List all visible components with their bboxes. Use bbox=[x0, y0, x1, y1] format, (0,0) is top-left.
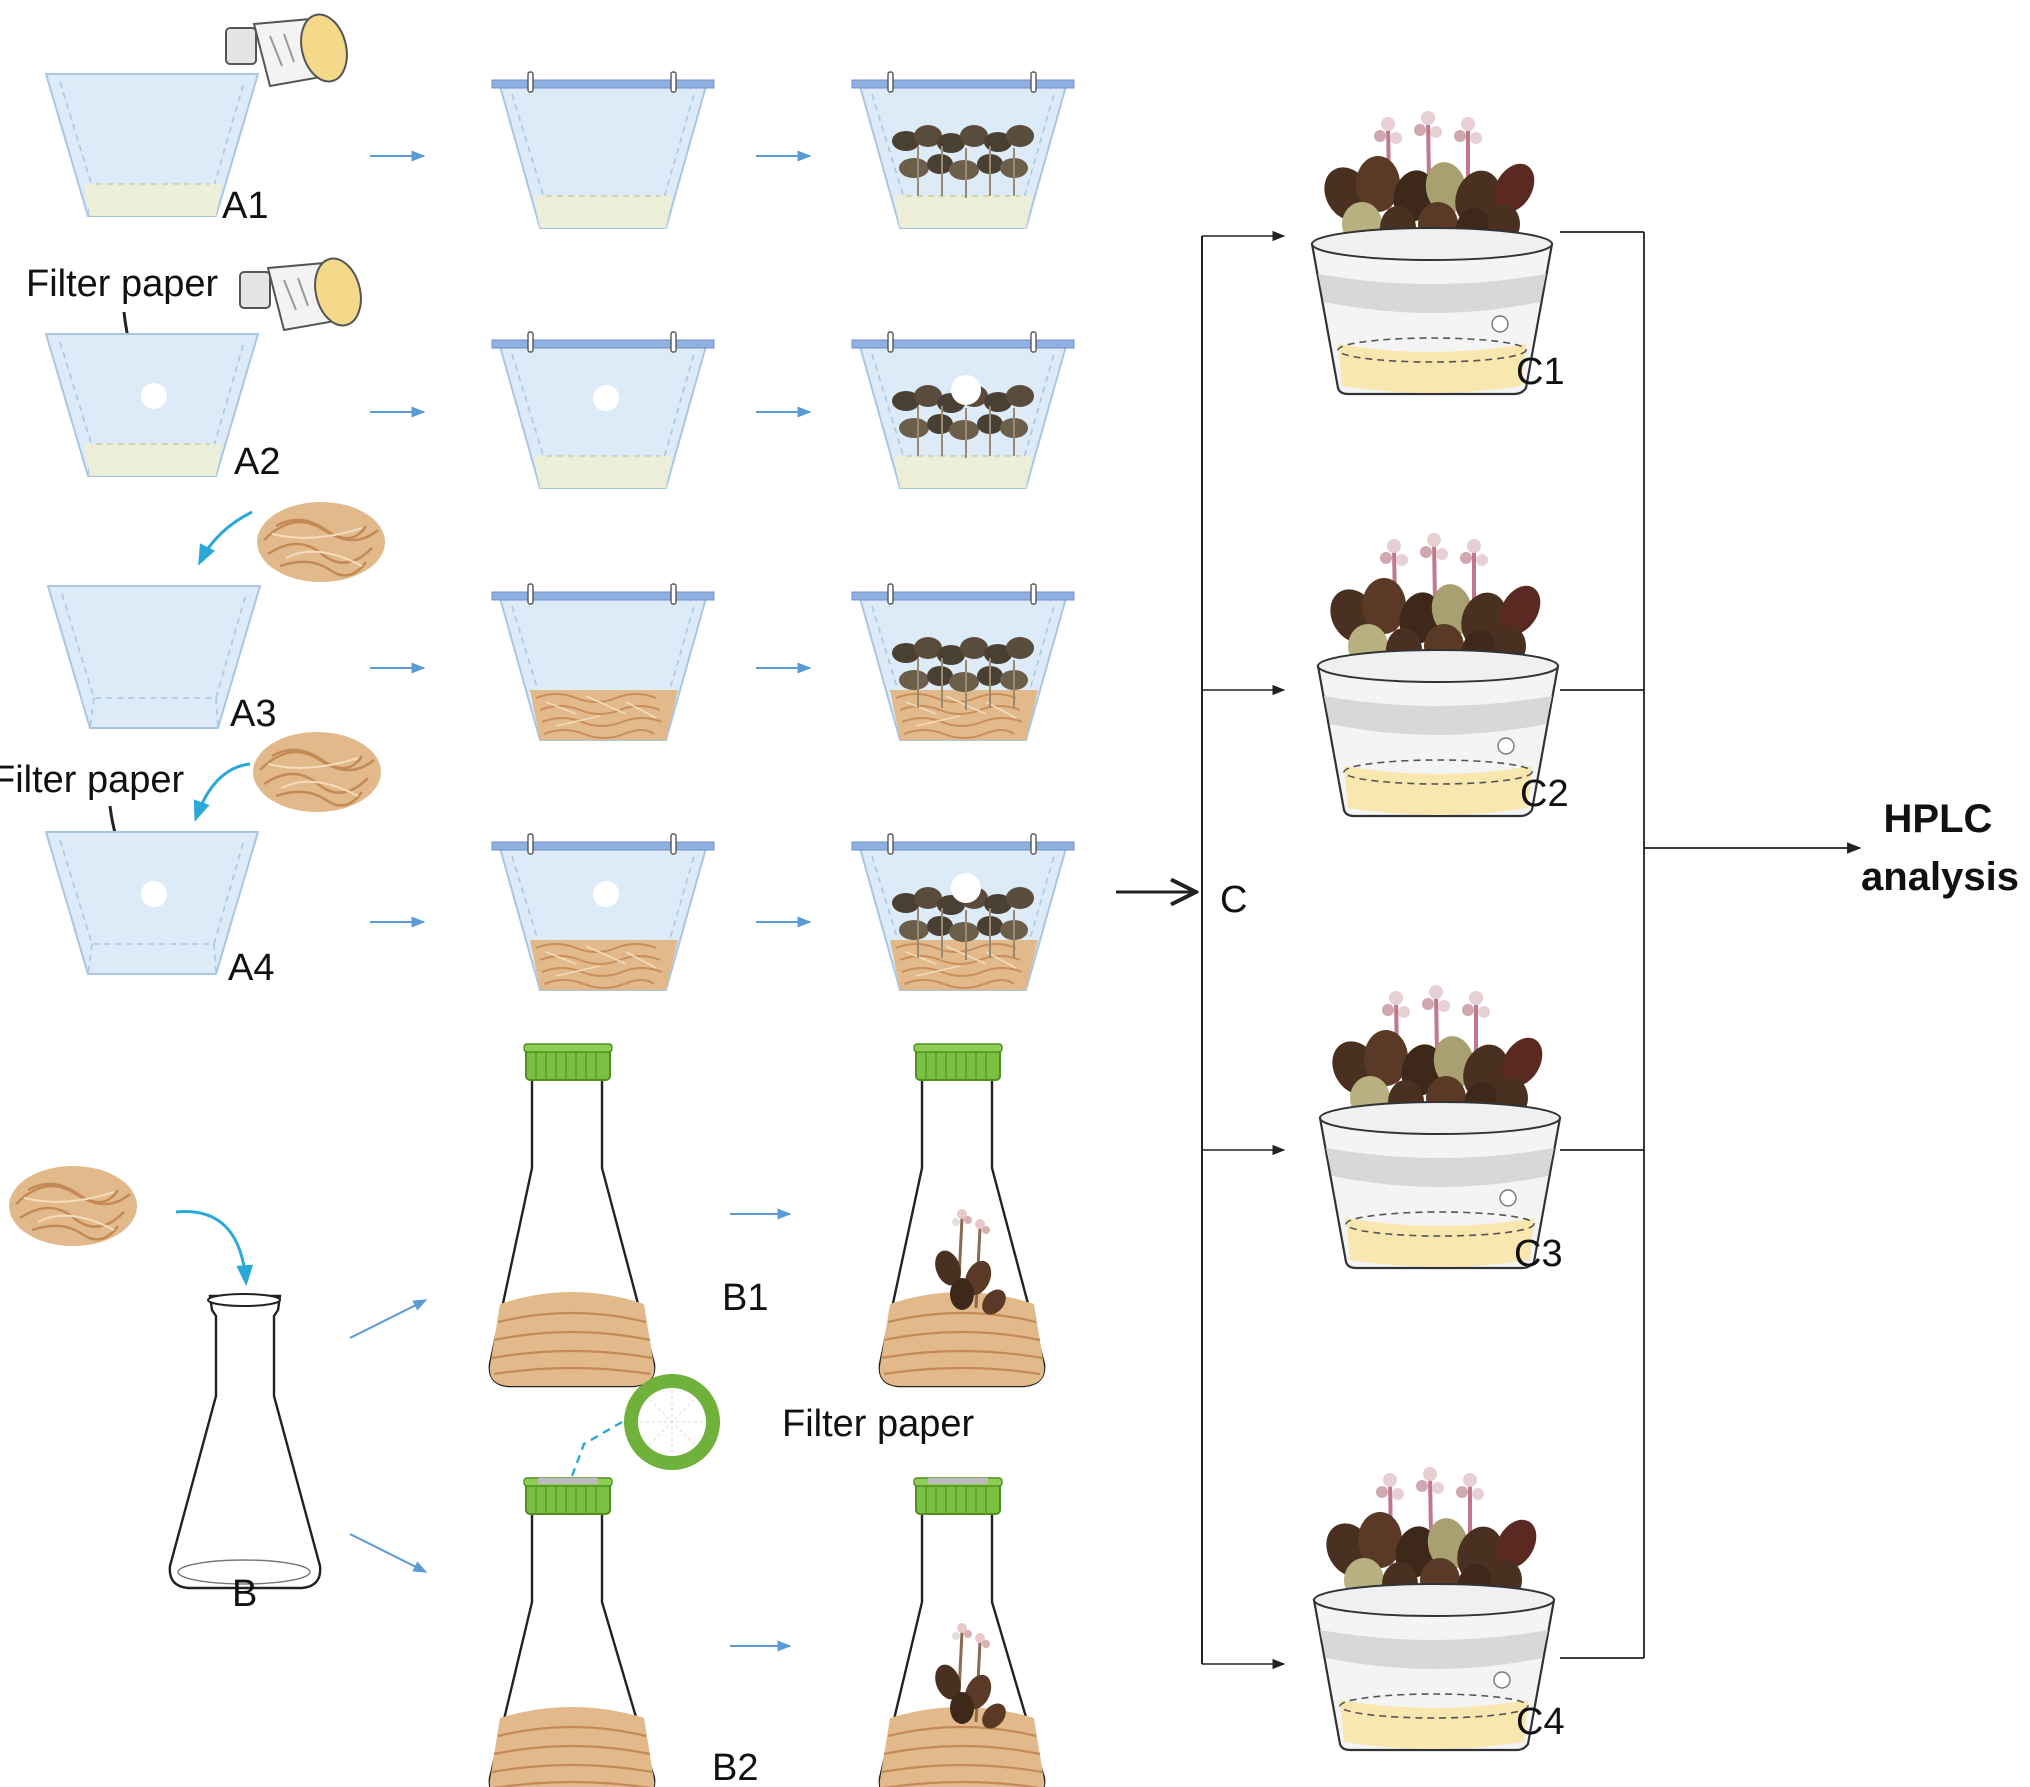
label-b: B bbox=[232, 1573, 257, 1615]
curl-arrow-a4 bbox=[193, 762, 251, 822]
row-a2: Filter paper A2 bbox=[26, 252, 1075, 489]
curl-arrow-a3 bbox=[198, 510, 253, 566]
label-filter-paper-a4: Filter paper bbox=[0, 759, 185, 801]
box-a4-start bbox=[45, 831, 259, 975]
label-a1: A1 bbox=[222, 185, 268, 227]
label-analysis: analysis bbox=[1861, 855, 2019, 899]
box-a1-planted bbox=[851, 71, 1075, 229]
label-filter-paper-a2: Filter paper bbox=[26, 263, 219, 305]
flask-b-empty bbox=[168, 1293, 322, 1590]
row-b: B B1 Filter paper bbox=[7, 1043, 1046, 1787]
filter-paper-disc-a2-planted bbox=[951, 375, 981, 405]
filter-paper-ring-b2 bbox=[624, 1374, 720, 1470]
label-hplc: HPLC bbox=[1884, 797, 1993, 841]
curl-arrow-b bbox=[175, 1210, 254, 1287]
box-a3-planted bbox=[851, 583, 1075, 741]
label-c: C bbox=[1220, 879, 1247, 921]
medium-bottle-a2 bbox=[239, 252, 369, 332]
box-a2-start bbox=[45, 333, 259, 477]
flask-b2-fiber bbox=[488, 1477, 656, 1787]
label-a2: A2 bbox=[234, 441, 280, 483]
label-b2: B2 bbox=[712, 1747, 758, 1787]
fiber-ball-a3 bbox=[255, 500, 387, 584]
filter-paper-disc-a4-planted bbox=[951, 873, 981, 903]
label-c4: C4 bbox=[1516, 1701, 1565, 1743]
box-a4-planted bbox=[851, 833, 1075, 991]
box-a4-sealed bbox=[491, 833, 715, 991]
label-c3: C3 bbox=[1514, 1233, 1563, 1275]
box-a1-sealed bbox=[491, 71, 715, 229]
fiber-ball-b bbox=[7, 1164, 139, 1248]
label-a4: A4 bbox=[228, 947, 274, 989]
flask-b2-planted bbox=[878, 1477, 1046, 1787]
label-b1: B1 bbox=[722, 1277, 768, 1319]
fiber-ball-a4 bbox=[251, 730, 383, 814]
box-a3-sealed bbox=[491, 583, 715, 741]
box-a3-start bbox=[47, 585, 261, 729]
row-a1: A1 bbox=[45, 8, 1075, 229]
label-filter-paper-b2: Filter paper bbox=[782, 1403, 975, 1445]
row-a4: Filter paper A4 bbox=[0, 730, 1075, 991]
label-a3: A3 bbox=[230, 693, 276, 735]
c-branching: C bbox=[1116, 230, 1286, 1670]
box-a2-planted bbox=[851, 331, 1075, 489]
filter-paper-disc-a4 bbox=[141, 881, 167, 907]
filter-paper-disc-a2 bbox=[141, 383, 167, 409]
filter-paper-disc-a2-sealed bbox=[593, 385, 619, 411]
filter-paper-disc-a4-sealed bbox=[593, 881, 619, 907]
label-c1: C1 bbox=[1516, 351, 1565, 393]
box-a2-sealed bbox=[491, 331, 715, 489]
basin-c3 bbox=[1318, 983, 1562, 1270]
hplc-bracket bbox=[1560, 231, 1862, 1659]
arrow-b-to-b1 bbox=[349, 1299, 428, 1339]
label-c2: C2 bbox=[1520, 773, 1569, 815]
flask-b1-fiber bbox=[488, 1043, 656, 1388]
flask-b1-planted bbox=[878, 1043, 1046, 1388]
row-a3: A3 bbox=[47, 500, 1075, 741]
arrow-b-to-b2 bbox=[349, 1533, 428, 1573]
